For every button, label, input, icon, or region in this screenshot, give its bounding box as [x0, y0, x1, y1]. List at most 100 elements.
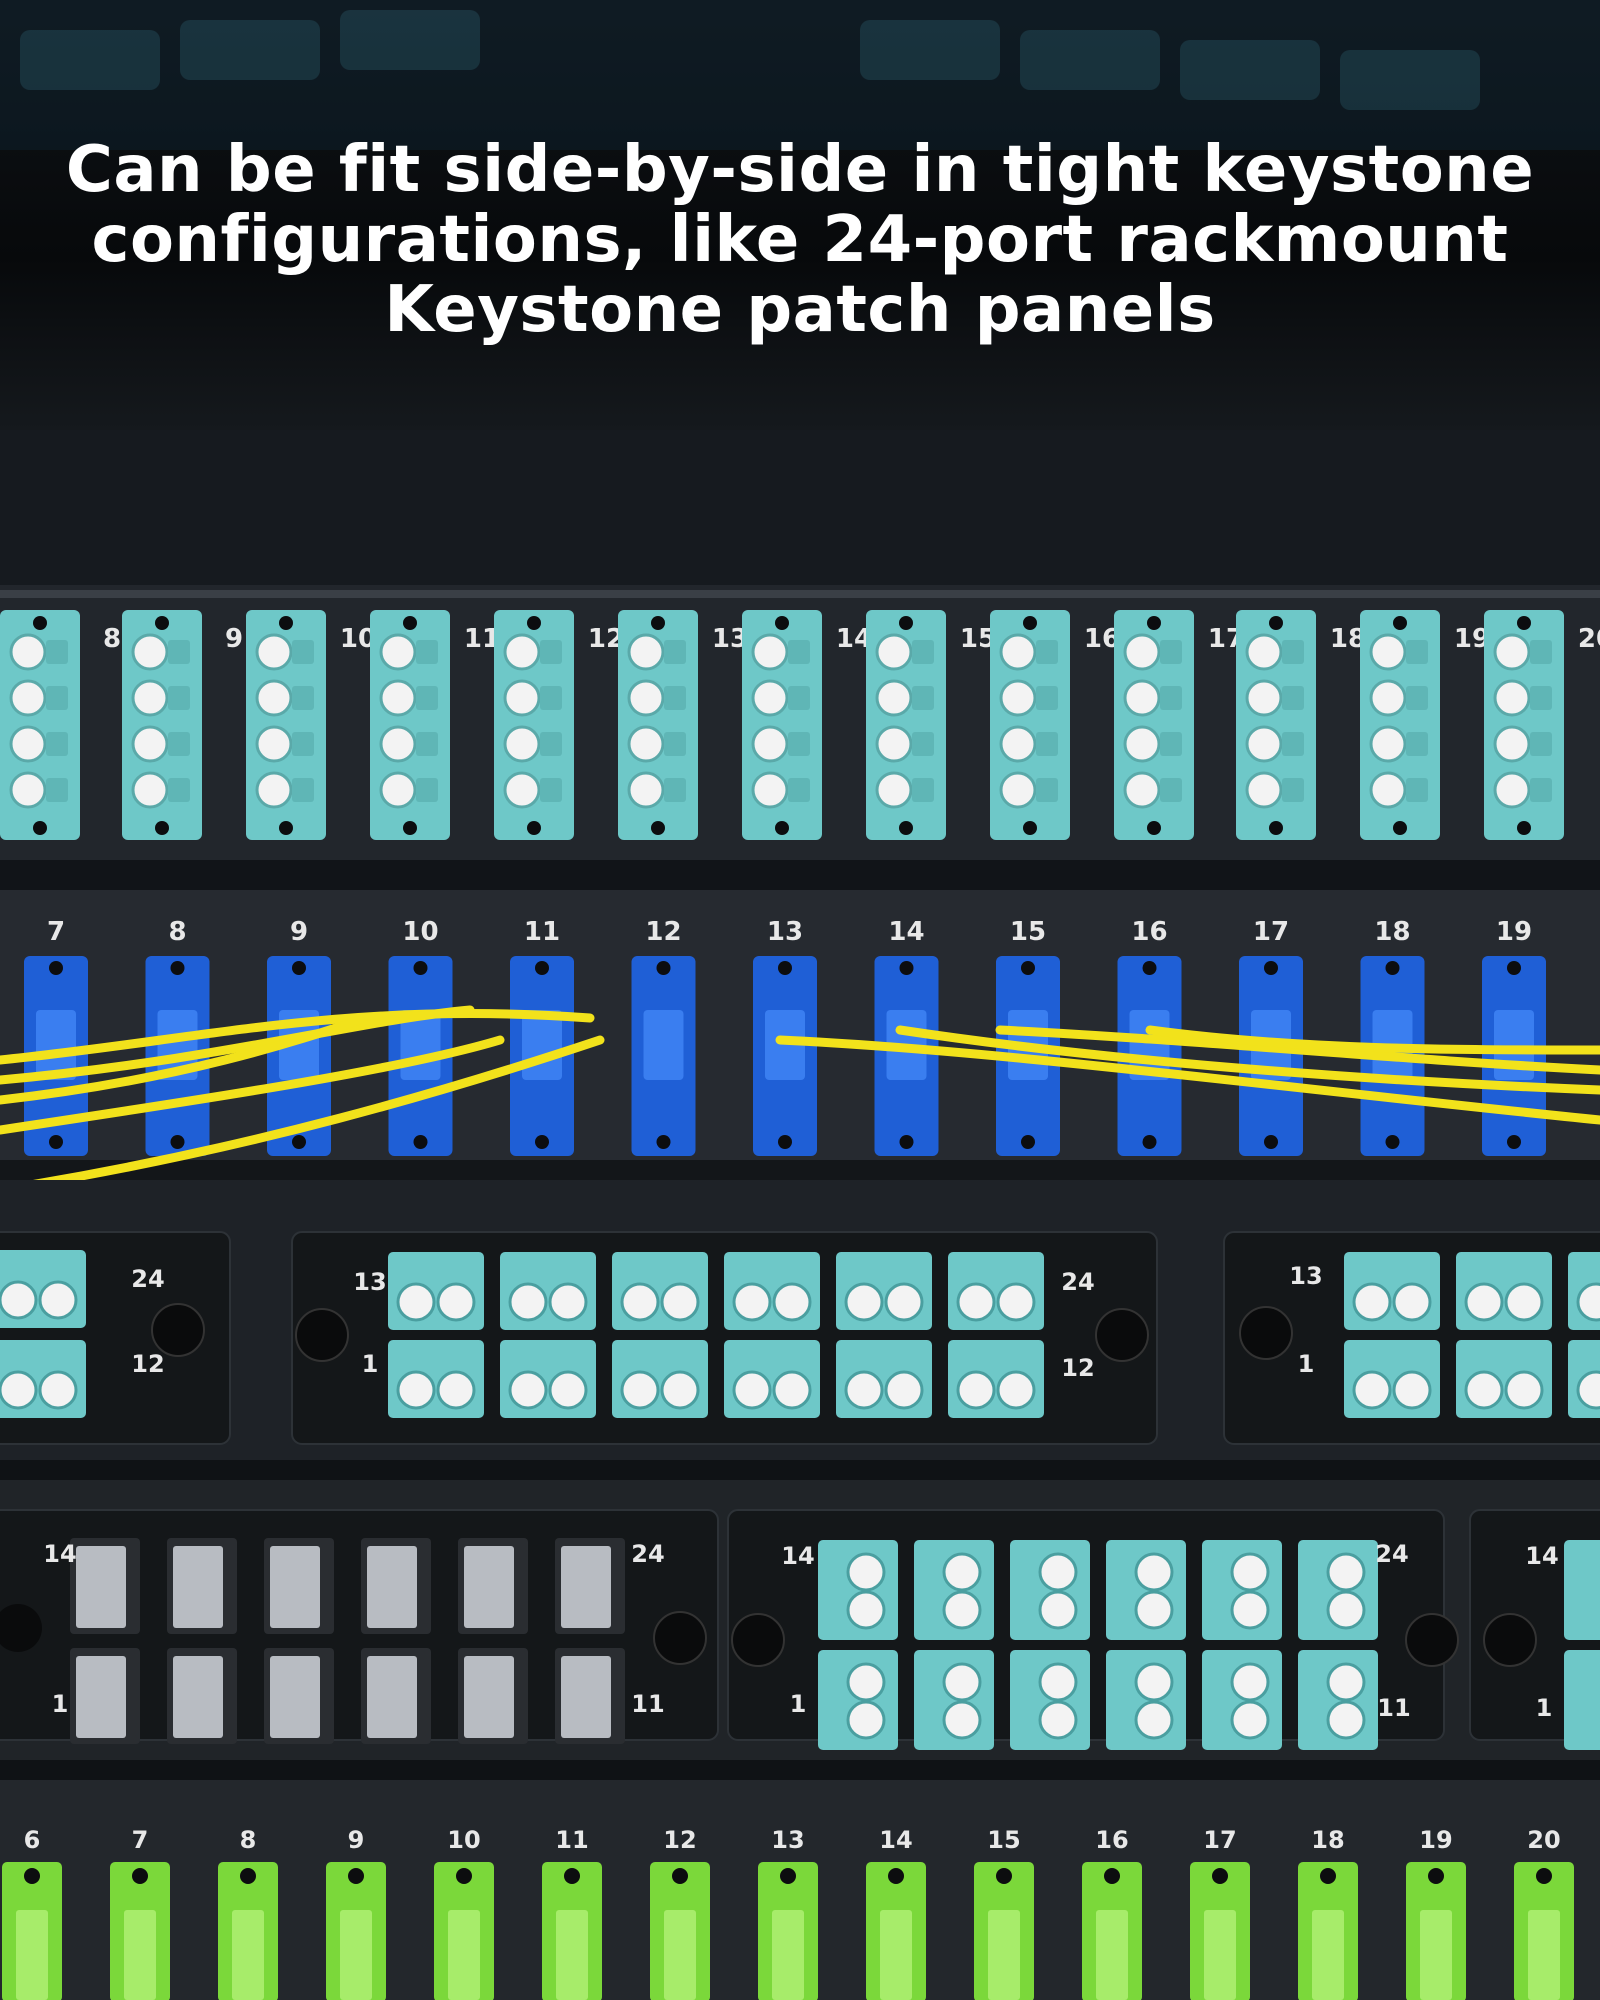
- lc-port: [255, 725, 293, 763]
- module-label-bottom-right: 11: [631, 1690, 664, 1718]
- lc-port: [660, 1282, 700, 1322]
- aqua-quad-adapter: [494, 610, 574, 840]
- lc-quad-adapter: [1298, 1650, 1378, 1750]
- lc-port: [999, 633, 1037, 671]
- lc-port: [996, 1370, 1036, 1410]
- lc-port: [875, 725, 913, 763]
- port-number-label: 14: [888, 917, 924, 947]
- lc-port: [1123, 679, 1161, 717]
- aqua-quad-adapter: [1484, 610, 1564, 840]
- lc-port: [548, 1282, 588, 1322]
- lc-port: [1464, 1370, 1504, 1410]
- screw: [348, 1868, 364, 1884]
- lc-port: [1369, 679, 1407, 717]
- module-label-top-left: 14: [1525, 1542, 1558, 1570]
- lc-port: [1326, 1662, 1366, 1702]
- headline-line-3: Keystone patch panels: [384, 273, 1216, 347]
- screw: [780, 1868, 796, 1884]
- module-label-bottom-left: 1: [1536, 1694, 1553, 1722]
- green-sc-adapter: [974, 1862, 1034, 2000]
- port-number-label: 15: [987, 1826, 1020, 1854]
- module-label-top-left: 14: [43, 1540, 76, 1568]
- screw: [656, 961, 671, 975]
- screw: [899, 1135, 914, 1149]
- screw: [899, 821, 913, 835]
- lc-port: [396, 1370, 436, 1410]
- green-sc-adapter: [542, 1862, 602, 2000]
- port-number-label: 16: [1095, 1826, 1128, 1854]
- port-number-label: 17: [1253, 917, 1289, 947]
- lc-port: [627, 633, 665, 671]
- lc-port: [1230, 1552, 1270, 1592]
- screw: [413, 961, 428, 975]
- green-sc-adapter: [1298, 1862, 1358, 2000]
- lc-duplex-adapter: [612, 1340, 708, 1418]
- lc-port: [846, 1552, 886, 1592]
- screw: [651, 821, 665, 835]
- lc-port: [1134, 1552, 1174, 1592]
- screw: [1507, 1135, 1521, 1149]
- lc-port: [772, 1370, 812, 1410]
- port-number-label: 13: [767, 917, 803, 947]
- lc-port: [255, 771, 293, 809]
- lc-port: [508, 1370, 548, 1410]
- blue-sc-adapter: [874, 956, 939, 1156]
- lc-port: [1134, 1700, 1174, 1740]
- screw: [778, 1135, 792, 1149]
- green-sc-adapter: [1514, 1862, 1574, 2000]
- screw: [535, 961, 549, 975]
- screw: [132, 1868, 148, 1884]
- port-number-label: 20: [1578, 624, 1600, 654]
- lc-duplex-adapter: [836, 1340, 932, 1418]
- port-number-label: 15: [1010, 917, 1046, 947]
- thumbscrew: [1095, 1308, 1149, 1362]
- lc-quad-adapter: [1564, 1540, 1600, 1640]
- module-label-top-right: 24: [1061, 1268, 1094, 1296]
- lc-port: [956, 1282, 996, 1322]
- screw: [1269, 821, 1283, 835]
- lc-port: [1038, 1590, 1078, 1630]
- screw: [1023, 821, 1037, 835]
- lc-port: [660, 1370, 700, 1410]
- yellow-fiber-cable: [1145, 1025, 1600, 1055]
- gray-sc-adapter: [70, 1648, 140, 1744]
- lc-port: [620, 1282, 660, 1322]
- screw: [1428, 1868, 1444, 1884]
- lc-module: [291, 1231, 1158, 1445]
- lc-port: [846, 1590, 886, 1630]
- screw: [1385, 1135, 1400, 1149]
- green-sc-adapter: [218, 1862, 278, 2000]
- screw: [527, 616, 541, 630]
- lc-port: [942, 1662, 982, 1702]
- screw: [403, 616, 417, 630]
- lc-port: [255, 633, 293, 671]
- lc-port: [9, 679, 47, 717]
- lc-port: [942, 1552, 982, 1592]
- lc-port: [9, 771, 47, 809]
- lc-port: [0, 1370, 38, 1410]
- lc-duplex-adapter: [836, 1252, 932, 1330]
- module-label-top-left: 14: [781, 1542, 814, 1570]
- lc-duplex-adapter: [500, 1340, 596, 1418]
- port-number-label: 20: [1527, 1826, 1560, 1854]
- screw: [656, 1135, 671, 1149]
- yellow-fiber-cable: [775, 1035, 1600, 1125]
- headline-line-2: configurations, like 24-port rackmount: [91, 203, 1509, 277]
- aqua-lc-quad-module: [727, 1509, 1445, 1750]
- lc-port: [38, 1370, 78, 1410]
- lc-duplex-adapter: [948, 1340, 1044, 1418]
- lc-port: [436, 1370, 476, 1410]
- aqua-quad-adapter: [0, 610, 80, 840]
- lc-port: [436, 1282, 476, 1322]
- lc-quad-adapter: [1010, 1650, 1090, 1750]
- aqua-quad-adapter: [1360, 610, 1440, 840]
- port-number-label: 8: [103, 624, 121, 654]
- screw: [1142, 961, 1157, 975]
- lc-duplex-adapter: [0, 1340, 86, 1418]
- screw: [1517, 821, 1531, 835]
- lc-port: [38, 1280, 78, 1320]
- screw: [170, 1135, 185, 1149]
- lc-port: [1369, 771, 1407, 809]
- port-number-label: 10: [402, 917, 438, 947]
- lc-duplex-adapter: [1344, 1252, 1440, 1330]
